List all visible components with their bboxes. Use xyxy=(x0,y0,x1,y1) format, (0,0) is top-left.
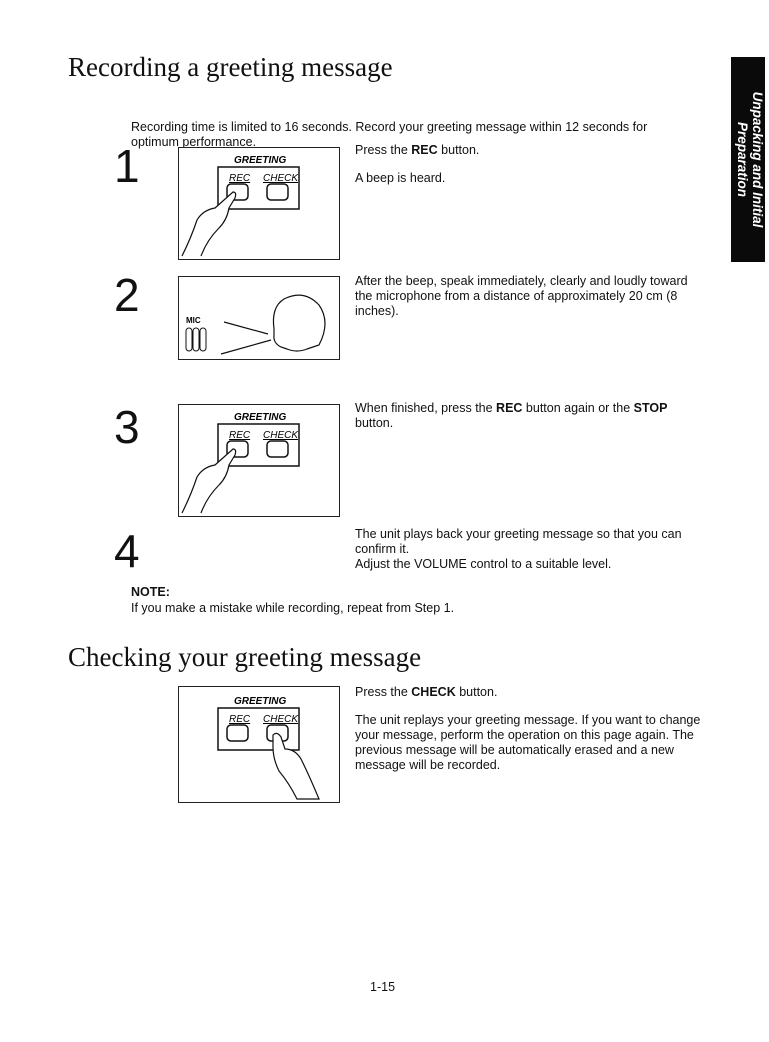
svg-text:GREETING: GREETING xyxy=(234,696,286,707)
check-button-illustration: GREETING REC CHECK xyxy=(178,686,340,803)
svg-text:REC: REC xyxy=(229,714,251,725)
step-1-text: Press the REC button. xyxy=(355,143,480,157)
hand-icon xyxy=(181,191,237,257)
check-body-text: The unit replays your greeting message. … xyxy=(355,713,701,772)
check-step-text: Press the CHECK button. xyxy=(355,685,498,699)
step-number: 4 xyxy=(114,525,140,577)
svg-text:REC: REC xyxy=(229,430,251,441)
hand-icon xyxy=(272,732,320,800)
step-4-extra: Adjust the VOLUME control to a suitable … xyxy=(355,557,612,571)
note-text: If you make a mistake while recording, r… xyxy=(131,601,455,615)
person-head-icon xyxy=(272,294,326,352)
rec-button-illustration-2: GREETING REC CHECK xyxy=(178,404,340,517)
step-1-extra: A beep is heard. xyxy=(355,171,446,185)
section-title-checking: Checking your greeting message xyxy=(68,642,422,672)
step-4-text: The unit plays back your greeting messag… xyxy=(355,527,690,572)
svg-text:MIC: MIC xyxy=(186,316,201,325)
step-3-text: When finished, press the REC button agai… xyxy=(355,401,668,430)
page-number: 1-15 xyxy=(370,980,396,994)
microphone-illustration: MIC xyxy=(178,276,340,360)
intro-text: Recording time is limited to 16 seconds.… xyxy=(131,120,648,149)
step-number: 1 xyxy=(114,140,140,192)
section-tab: Unpacking and Initial Preparation xyxy=(731,57,765,262)
greeting-label: GREETING xyxy=(234,155,286,166)
svg-text:CHECK: CHECK xyxy=(263,173,299,184)
step-number: 3 xyxy=(114,401,140,453)
step-2-text: After the beep, speak immediately, clear… xyxy=(355,274,688,318)
svg-text:REC: REC xyxy=(229,173,251,184)
tab-line-2: Preparation xyxy=(735,121,750,198)
svg-text:GREETING: GREETING xyxy=(234,412,286,423)
rec-button-illustration: GREETING REC CHECK xyxy=(178,147,340,260)
svg-text:CHECK: CHECK xyxy=(263,714,299,725)
hand-icon xyxy=(181,448,237,514)
tab-line-1: Unpacking and Initial xyxy=(750,91,765,228)
note-label: NOTE: xyxy=(131,585,170,599)
svg-text:CHECK: CHECK xyxy=(263,430,299,441)
step-number: 2 xyxy=(114,269,140,321)
section-title-recording: Recording a greeting message xyxy=(68,52,393,82)
section-tab-label: Unpacking and Initial Preparation xyxy=(731,57,765,262)
step-4-main: The unit plays back your greeting messag… xyxy=(355,527,682,556)
